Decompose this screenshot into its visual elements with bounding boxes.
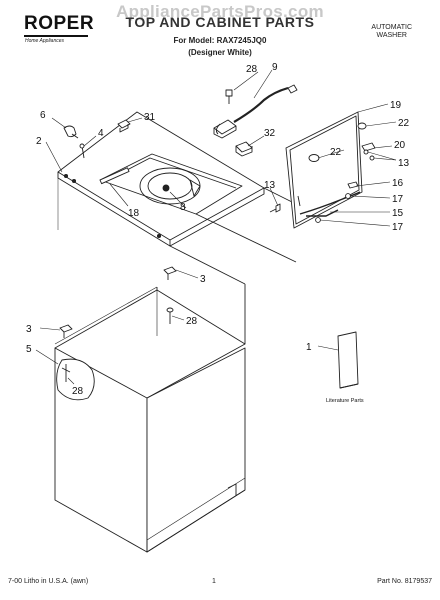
callout-8: 8 <box>180 202 186 213</box>
callout-9: 9 <box>272 62 278 73</box>
callout-13: 13 <box>398 158 410 169</box>
brand-subtitle: Home Appliances <box>25 38 65 44</box>
product-type: AUTOMATIC WASHER <box>371 24 412 40</box>
callout-1: 1 <box>306 342 312 353</box>
callout-22: 22 <box>398 118 410 129</box>
callout-18: 18 <box>128 208 140 219</box>
callout-5: 5 <box>26 344 32 355</box>
callout-32: 32 <box>264 128 276 139</box>
callout-22-lid: 22 <box>330 147 342 158</box>
watermark-text: AppliancePartsPros.com <box>116 2 324 21</box>
callout-6: 6 <box>40 110 46 121</box>
brand-name: ROPER <box>24 13 95 34</box>
literature-parts-label: Literature Parts <box>326 398 364 404</box>
cabinet-detail-inset <box>56 358 95 401</box>
callout-28-cabinet: 28 <box>72 386 84 397</box>
footer-page-number: 1 <box>212 578 216 585</box>
callout-numbers: 28 9 19 6 31 22 2 4 32 20 22 13 16 8 18 … <box>26 62 410 404</box>
callout-2: 2 <box>36 136 42 147</box>
washer-top-panel <box>57 111 301 263</box>
part-31-bracket <box>117 119 131 133</box>
part-3-clip <box>163 266 177 280</box>
page-title: TOP AND CABINET PARTS <box>125 14 315 30</box>
model-number: For Model: RAX7245JQ0 <box>173 36 267 45</box>
product-type-line2: WASHER <box>376 32 407 39</box>
leader-lines <box>35 69 397 385</box>
callout-3: 3 <box>200 274 206 285</box>
lid-assembly <box>269 111 376 229</box>
callout-15: 15 <box>392 208 404 219</box>
part-32-switch <box>235 141 253 157</box>
callout-17-upper: 17 <box>392 194 404 205</box>
callout-20: 20 <box>394 140 406 151</box>
footer-part-number: Part No. 8179537 <box>377 578 432 585</box>
part-28-screw-mid <box>166 307 174 324</box>
callout-13-left: 13 <box>264 180 276 191</box>
model-variant: (Designer White) <box>188 48 252 57</box>
callout-16: 16 <box>392 178 404 189</box>
footer-litho: 7-00 Litho in U.S.A. (awn) <box>8 578 89 585</box>
callout-19: 19 <box>390 100 402 111</box>
callout-28-mid: 28 <box>186 316 198 327</box>
logo-underline <box>24 35 88 37</box>
callout-4: 4 <box>98 128 104 139</box>
callout-28: 28 <box>246 64 258 75</box>
callout-31: 31 <box>144 112 156 123</box>
part-6-clip <box>63 125 79 139</box>
part-3-clip-left <box>59 324 73 338</box>
product-type-line1: AUTOMATIC <box>371 24 412 31</box>
part-28-screw <box>225 89 233 104</box>
callout-3-left: 3 <box>26 324 32 335</box>
callout-17-lower: 17 <box>392 222 404 233</box>
part-9-lid-switch-harness <box>213 84 298 139</box>
literature-booklet <box>337 331 359 389</box>
roper-logo: ROPER <box>24 13 95 34</box>
